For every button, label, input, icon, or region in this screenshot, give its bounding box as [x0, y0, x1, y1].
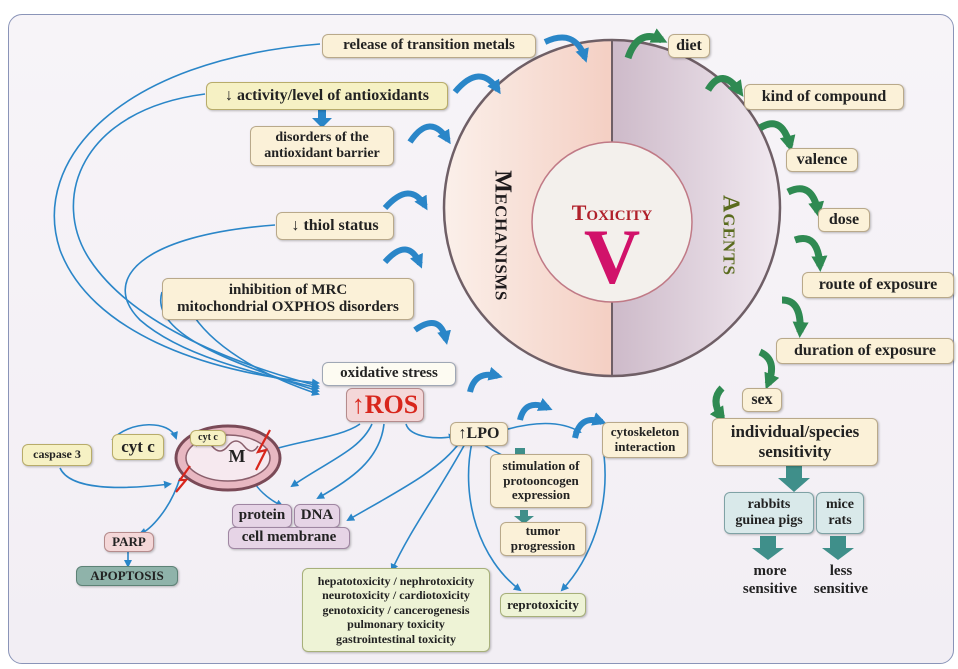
box-antioxidant-barrier: disorders of the antioxidant barrier — [250, 126, 394, 166]
box-dose: dose — [818, 208, 870, 232]
toxicity-circle — [442, 38, 782, 378]
box-caspase: caspase 3 — [22, 444, 92, 466]
box-cytc-large: cyt c — [112, 434, 164, 460]
box-kind-of-compound: kind of compound — [744, 84, 904, 110]
box-antioxidants: ↓ activity/level of antioxidants — [206, 82, 448, 110]
box-dna: DNA — [294, 504, 340, 528]
box-sex: sex — [742, 388, 782, 412]
box-transition-metals: release of transition metals — [322, 34, 536, 58]
box-duration: duration of exposure — [776, 338, 954, 364]
box-protein: protein — [232, 504, 292, 528]
agent-curved-arrows — [624, 28, 828, 423]
converging-arrows — [53, 43, 321, 396]
box-cytoskeleton: cytoskeleton interaction — [602, 422, 688, 458]
box-lpo: ↑LPO — [450, 422, 508, 446]
box-rabbits: rabbits guinea pigs — [724, 492, 814, 534]
agents-label: Agents — [717, 195, 744, 276]
label-less-sensitive: less sensitive — [813, 563, 869, 597]
box-protooncogen: stimulation of protooncogen expression — [490, 454, 592, 508]
box-apoptosis: APOPTOSIS — [76, 566, 178, 586]
mitochondrion-label: M — [228, 446, 246, 466]
box-oxidative-stress: oxidative stress — [322, 362, 456, 386]
box-reprotoxicity: reprotoxicity — [500, 593, 586, 617]
box-sensitivity: individual/species sensitivity — [712, 418, 878, 466]
toxicity-v: V — [583, 213, 641, 300]
box-cell-membrane: cell membrane — [228, 527, 350, 549]
box-thiol-status: ↓ thiol status — [276, 212, 394, 240]
box-parp: PARP — [104, 532, 154, 552]
box-mrc: inhibition of MRC mitochondrial OXPHOS d… — [162, 278, 414, 320]
label-more-sensitive: more sensitive — [742, 563, 798, 597]
toxicity-title: Toxicity — [571, 200, 653, 225]
box-valence: valence — [786, 148, 858, 172]
box-organ-toxicity: hepatotoxicity / nephrotoxicity neurotox… — [302, 568, 490, 652]
box-cytc-small: cyt c — [190, 430, 226, 446]
box-route: route of exposure — [802, 272, 954, 298]
box-diet: diet — [668, 34, 710, 58]
box-mice: mice rats — [816, 492, 864, 534]
mechanisms-label: Mechanisms — [489, 170, 516, 301]
box-tumor: tumor progression — [500, 522, 586, 556]
box-ros: ↑ROS — [346, 388, 424, 422]
mechanism-curved-arrows — [382, 34, 607, 439]
